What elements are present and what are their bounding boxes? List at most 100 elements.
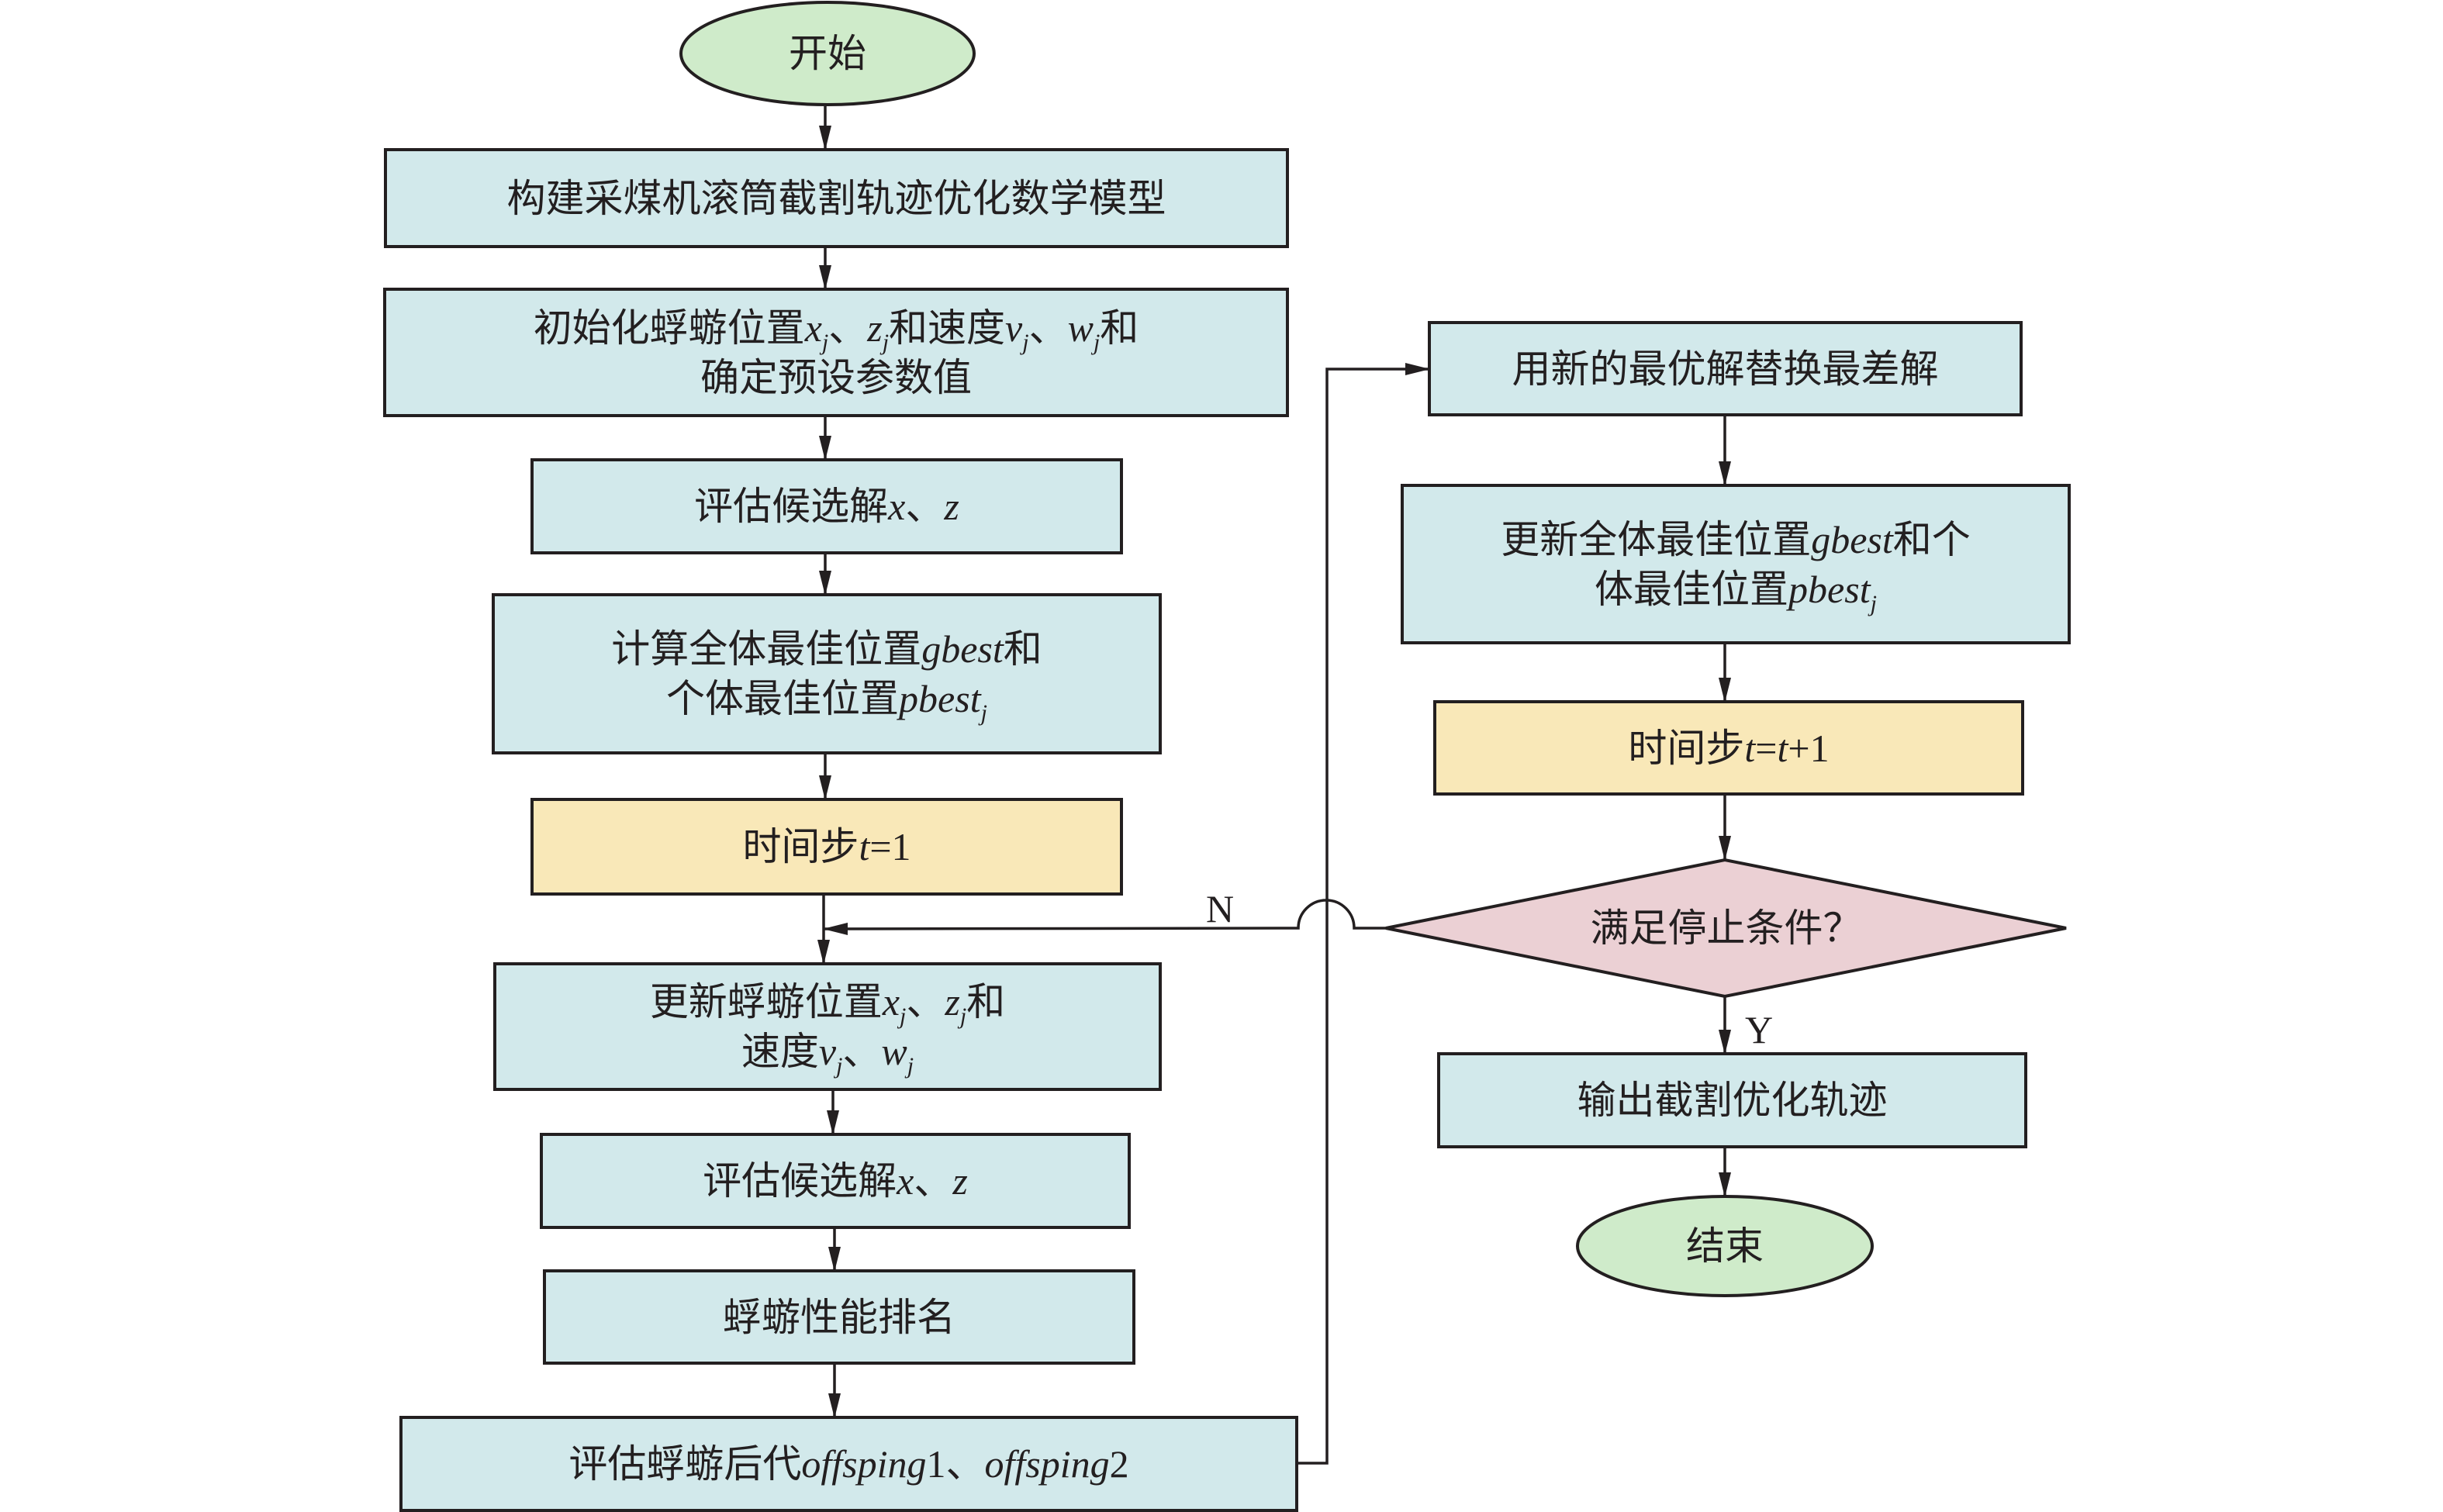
math-variable: offsping	[984, 1442, 1110, 1486]
text-segment: 、	[905, 485, 945, 528]
text-segment: 评估候选解	[694, 485, 889, 528]
math-subscript: j	[836, 1053, 843, 1079]
text-segment: 蜉蝣性能排名	[723, 1295, 955, 1339]
text-line: 计算全体最佳位置gbest和	[611, 624, 1042, 674]
text-segment: =	[1755, 726, 1778, 770]
evaluate-candidates-2-label: 评估候选解x、z	[541, 1134, 1129, 1227]
text-segment: 和速度	[889, 306, 1006, 350]
text-line: 结束	[1686, 1221, 1764, 1271]
text-segment: 、	[914, 1159, 953, 1203]
text-segment: 速度	[741, 1030, 819, 1073]
text-segment: 、	[842, 1030, 882, 1073]
update-best-label: 更新全体最佳位置gbest和个体最佳位置pbestj	[1402, 485, 2069, 643]
output-box	[1437, 1052, 2027, 1148]
compute-best-label: 计算全体最佳位置gbest和个体最佳位置pbestj	[493, 595, 1160, 753]
timestep-increment-box	[1433, 700, 2024, 796]
text-line: 初始化蜉蝣位置xj、zj和速度vj、wj和	[533, 303, 1139, 355]
rank-box	[543, 1269, 1135, 1365]
text-segment: 1、	[926, 1442, 985, 1486]
text-segment: 时间步	[742, 825, 859, 868]
text-segment: 更新蜉蝣位置	[649, 980, 883, 1024]
math-subscript: j	[882, 329, 890, 355]
yes-branch-label: Y	[1744, 1008, 1774, 1051]
math-variable: t	[859, 825, 870, 868]
math-variable: z	[944, 485, 959, 528]
math-variable: x	[897, 1159, 914, 1203]
stop-condition-label: 满足停止条件？	[1386, 860, 2066, 996]
text-segment: 用新的最优解替换最差解	[1512, 347, 1939, 391]
text-segment: 个体最佳位置	[666, 677, 900, 720]
math-subscript: j	[1093, 329, 1101, 355]
text-segment: 开始	[789, 32, 866, 75]
text-segment: 计算全体最佳位置	[611, 627, 922, 671]
evaluate-candidates-2-box	[540, 1133, 1131, 1229]
math-subscript: j	[1870, 590, 1877, 616]
text-segment: =1	[869, 825, 911, 868]
text-segment: 时间步	[1628, 726, 1745, 770]
math-variable: x	[882, 980, 900, 1024]
math-variable: w	[1067, 306, 1094, 350]
math-subscript: j	[980, 700, 987, 727]
update-best-box	[1401, 484, 2071, 644]
text-segment: 输出截割优化轨迹	[1577, 1079, 1888, 1122]
text-line: 蜉蝣性能排名	[723, 1293, 955, 1342]
text-segment: 、	[906, 980, 945, 1024]
math-subscript: j	[821, 329, 829, 355]
start-label: 开始	[681, 2, 974, 105]
math-subscript: j	[1022, 329, 1029, 355]
math-subscript: j	[900, 1003, 907, 1030]
text-segment: 、	[828, 306, 868, 350]
text-line: 满足停止条件？	[1591, 903, 1862, 953]
text-line: 个体最佳位置pbestj	[666, 674, 987, 727]
text-segment: 构建采煤机滚筒截割轨迹优化数学模型	[506, 176, 1166, 220]
no-branch-label: N	[1205, 887, 1235, 930]
evaluate-candidates-1-label: 评估候选解x、z	[532, 460, 1121, 553]
text-segment: 和	[1100, 306, 1139, 350]
text-line: 更新蜉蝣位置xj、zj和	[649, 977, 1006, 1030]
math-variable: offsping	[801, 1442, 927, 1486]
start-terminal-shape	[679, 1, 976, 106]
text-segment: 评估蜉蝣后代	[568, 1442, 802, 1486]
math-variable: x	[804, 306, 822, 350]
math-subscript: j	[907, 1053, 914, 1079]
timestep-init-box	[530, 798, 1123, 896]
evaluate-offspring-label: 评估蜉蝣后代offsping1、offsping2	[401, 1417, 1297, 1510]
math-variable: z	[952, 1159, 968, 1203]
update-mayfly-label: 更新蜉蝣位置xj、zj和速度vj、wj	[495, 964, 1160, 1089]
text-line: 评估候选解x、z	[703, 1156, 968, 1206]
math-variable: z	[867, 306, 883, 350]
text-segment: 和	[1003, 627, 1042, 671]
text-line: 输出截割优化轨迹	[1577, 1075, 1888, 1125]
math-variable: t	[1777, 726, 1788, 770]
math-variable: v	[818, 1030, 837, 1073]
math-variable: gbest	[921, 627, 1004, 671]
text-segment: 和	[966, 980, 1006, 1024]
text-line: 确定预设参数值	[700, 353, 972, 402]
text-segment: 2	[1109, 1442, 1129, 1486]
arrow-offspring-to-replace-worst	[1297, 363, 1430, 1465]
math-variable: z	[945, 980, 960, 1024]
output-label: 输出截割优化轨迹	[1439, 1054, 2026, 1147]
text-line: 构建采煤机滚筒截割轨迹优化数学模型	[507, 174, 1166, 223]
math-variable: pbest	[1788, 567, 1871, 611]
text-segment: 、	[1028, 306, 1068, 350]
math-variable: x	[888, 485, 906, 528]
text-line: 体最佳位置pbestj	[1595, 564, 1877, 616]
text-segment: 和个	[1892, 517, 1971, 561]
text-segment: 初始化蜉蝣位置	[533, 306, 805, 350]
evaluate-offspring-box	[399, 1416, 1298, 1512]
math-subscript: j	[959, 1003, 967, 1030]
text-line: 开始	[789, 29, 866, 78]
text-segment: +1	[1788, 726, 1830, 770]
text-line: 用新的最优解替换最差解	[1512, 344, 1939, 394]
build-model-label: 构建采煤机滚筒截割轨迹优化数学模型	[385, 150, 1287, 247]
compute-best-box	[492, 593, 1162, 754]
text-line: 评估蜉蝣后代offsping1、offsping2	[568, 1439, 1128, 1489]
text-segment: 更新全体最佳位置	[1501, 517, 1812, 561]
text-line: 时间步t=t+1	[1628, 723, 1829, 773]
timestep-increment-label: 时间步t=t+1	[1435, 702, 2023, 794]
math-variable: v	[1005, 306, 1023, 350]
text-line: 更新全体最佳位置gbest和个	[1501, 515, 1971, 564]
